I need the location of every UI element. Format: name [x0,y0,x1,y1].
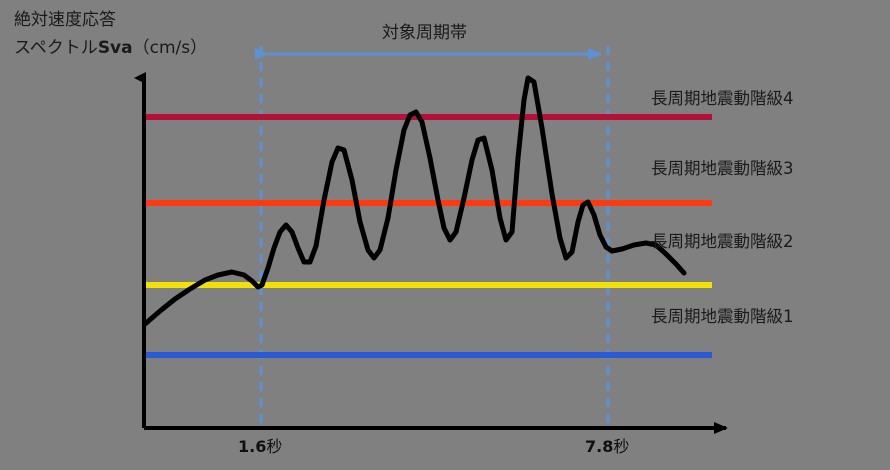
threshold-label-class3: 長周期地震動階級3 [651,159,794,178]
tick-right-unit: 秒 [613,437,630,456]
tick-left-value: 1.6 [238,437,267,456]
threshold-label-class2: 長周期地震動階級2 [651,232,794,251]
threshold-label-class4: 長周期地震動階級4 [651,89,794,108]
x-axis-tick-label-right: 7.8秒 [585,433,629,457]
spectrum-curve [142,75,687,327]
y-axis-title-line2: スペクトルSva（cm/s） [14,34,207,62]
x-axis-tick-label-left: 1.6秒 [238,433,282,457]
threshold-label-class1: 長周期地震動階級1 [651,307,794,326]
y-axis-title-symbol: Sva [97,38,133,58]
y-axis-title-unit: （cm/s） [132,38,208,58]
y-axis-title-line1: 絶対速度応答 [14,10,116,30]
target-period-band-label: 対象周期帯 [382,23,467,43]
tick-left-unit: 秒 [266,437,283,456]
y-axis-title-prefix: スペクトル [14,38,98,58]
tick-right-value: 7.8 [585,437,614,456]
